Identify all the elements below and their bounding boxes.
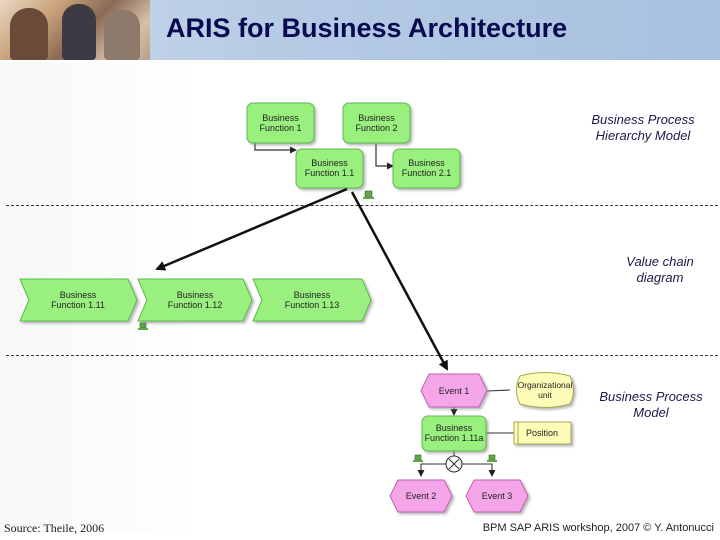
function-label: Function 1.13 [285,300,340,310]
function-label: Business [294,290,331,300]
connector-xor-event3 [462,463,496,477]
function-business-function-1[interactable]: Business Function 1 [246,102,315,144]
page-title: ARIS for Business Architecture [166,13,568,43]
event-1[interactable]: Event 1 [420,373,488,408]
function-label: Business [177,290,214,300]
event-label: Event 1 [439,386,470,396]
label-process-model: Business Process Model [586,389,716,421]
value-chain-business-function-1-13[interactable]: Business Function 1.13 [252,278,372,322]
function-label: Function 1 [259,123,301,133]
header-photo [0,0,150,60]
xor-operator-icon[interactable] [445,455,463,473]
connector-bf1-bf11 [254,143,297,154]
position-box [513,421,572,445]
org-label: Organizational [518,380,573,390]
label-line: diagram [636,270,684,285]
chevron-shape [137,278,253,322]
drilldown-arrows [155,187,449,371]
event-shape [465,479,529,513]
label-line: Value chain [626,254,694,269]
function-box [421,415,487,452]
person-figure [62,4,96,60]
connector-xor-event2 [417,463,447,477]
function-label: Business [311,158,348,168]
hierarchy-connectors [254,143,394,170]
event-label: Event 3 [482,491,513,501]
header-bar: ARIS for Business Architecture [0,0,720,60]
function-box [246,102,315,144]
function-business-function-2[interactable]: Business Function 2 [342,102,411,144]
event-3[interactable]: Event 3 [465,479,529,513]
arrow-to-value-chain [155,187,348,271]
org-unit-shape [516,372,574,408]
assignment-icon [138,322,148,330]
function-label: Business [436,423,473,433]
function-box [295,148,364,189]
person-figure [104,10,140,60]
section-divider [6,205,718,206]
assignment-icon [413,454,423,462]
function-box [392,148,461,189]
function-label: Function 1.11 [51,300,105,310]
function-business-function-1-1[interactable]: Business Function 1.1 [295,148,364,189]
function-label: Business [262,113,299,123]
event-shape [389,479,453,513]
label-line: Business Process [591,112,695,127]
function-business-function-1-11a[interactable]: Business Function 1.11a [421,415,487,452]
organizational-unit[interactable]: Organizational unit [516,372,574,408]
event-label: Event 2 [406,491,437,501]
section-divider [6,355,718,356]
epc-connectors [417,389,514,477]
label-line: Model [633,405,669,420]
function-box [342,102,411,144]
function-label: Function 2 [355,123,397,133]
value-chain-business-function-1-11[interactable]: Business Function 1.11 [19,278,138,322]
assignment-icon [363,190,374,199]
chevron-shape [252,278,372,322]
function-label: Business [60,290,97,300]
source-citation: Source: Theile, 2006 [4,521,105,535]
value-chain-business-function-1-12[interactable]: Business Function 1.12 [137,278,253,322]
function-label: Function 2.1 [402,168,452,178]
position[interactable]: Position [513,421,572,445]
function-label: Function 1.11a [425,433,484,443]
position-label: Position [526,428,558,438]
function-label: Business [408,158,445,168]
function-label: Business [358,113,395,123]
function-business-function-2-1[interactable]: Business Function 2.1 [392,148,461,189]
function-label: Function 1.12 [168,300,223,310]
org-label: unit [538,390,552,400]
arrow-to-process-model [350,191,449,371]
event-2[interactable]: Event 2 [389,479,453,513]
label-line: Hierarchy Model [595,128,691,143]
connector-bf2-bf21 [375,143,394,170]
label-line: Business Process [599,389,703,404]
label-value-chain: Value chain diagram [600,254,720,286]
chevron-shape [19,278,138,322]
label-hierarchy-model: Business Process Hierarchy Model [578,112,708,144]
footer-credit: BPM SAP ARIS workshop, 2007 © Y. Antonuc… [482,522,714,534]
function-label: Function 1.1 [305,168,355,178]
assignment-icon [487,454,497,462]
connector-event1-org [486,389,511,392]
event-shape [420,373,488,408]
person-figure [10,8,48,60]
